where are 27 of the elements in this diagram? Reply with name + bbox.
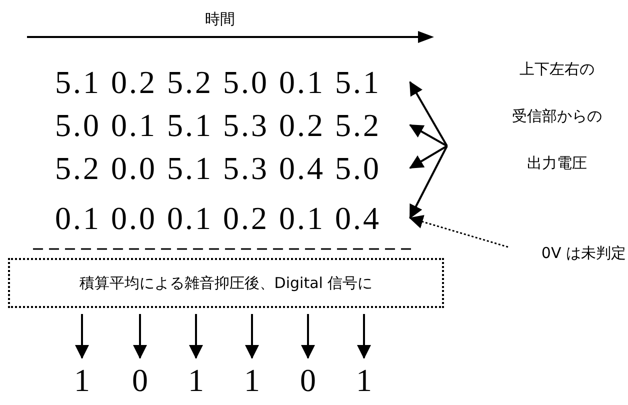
arrow <box>409 81 448 146</box>
voltage-values: 5.0 0.1 5.1 5.3 0.2 5.2 <box>55 105 408 145</box>
arrow <box>409 124 448 147</box>
voltage-values: 5.2 0.0 5.1 5.3 0.4 5.0 <box>55 148 408 188</box>
arrow <box>245 314 259 359</box>
voltage-values: 0.1 0.0 0.1 0.2 0.1 0.4 <box>55 198 408 238</box>
axis-label: 時間 <box>205 9 235 30</box>
arrow <box>133 314 147 359</box>
arrow <box>301 314 315 359</box>
digital-value: 0 <box>128 360 152 400</box>
voltage-values: 5.1 0.2 5.2 5.0 0.1 5.1 <box>55 62 408 102</box>
label-text: 受信部からの <box>511 106 603 127</box>
digital-value: 1 <box>184 360 208 400</box>
digital-value: 0 <box>296 360 320 400</box>
arrow <box>75 314 89 359</box>
label-text: 出力電圧 <box>526 153 588 174</box>
arrow <box>357 314 371 359</box>
process-box: 積算平均による雑音抑圧後、Digital 信号に <box>8 258 444 308</box>
digital-value: 1 <box>352 360 376 400</box>
digital-value: 1 <box>240 360 264 400</box>
arrow <box>189 314 203 359</box>
note-text: 0V は未判定 <box>508 240 626 266</box>
label-text: 上下左右の <box>518 59 596 80</box>
arrow <box>409 214 508 248</box>
arrow <box>409 145 448 169</box>
digital-value: 1 <box>70 360 94 400</box>
arrow <box>409 146 448 219</box>
